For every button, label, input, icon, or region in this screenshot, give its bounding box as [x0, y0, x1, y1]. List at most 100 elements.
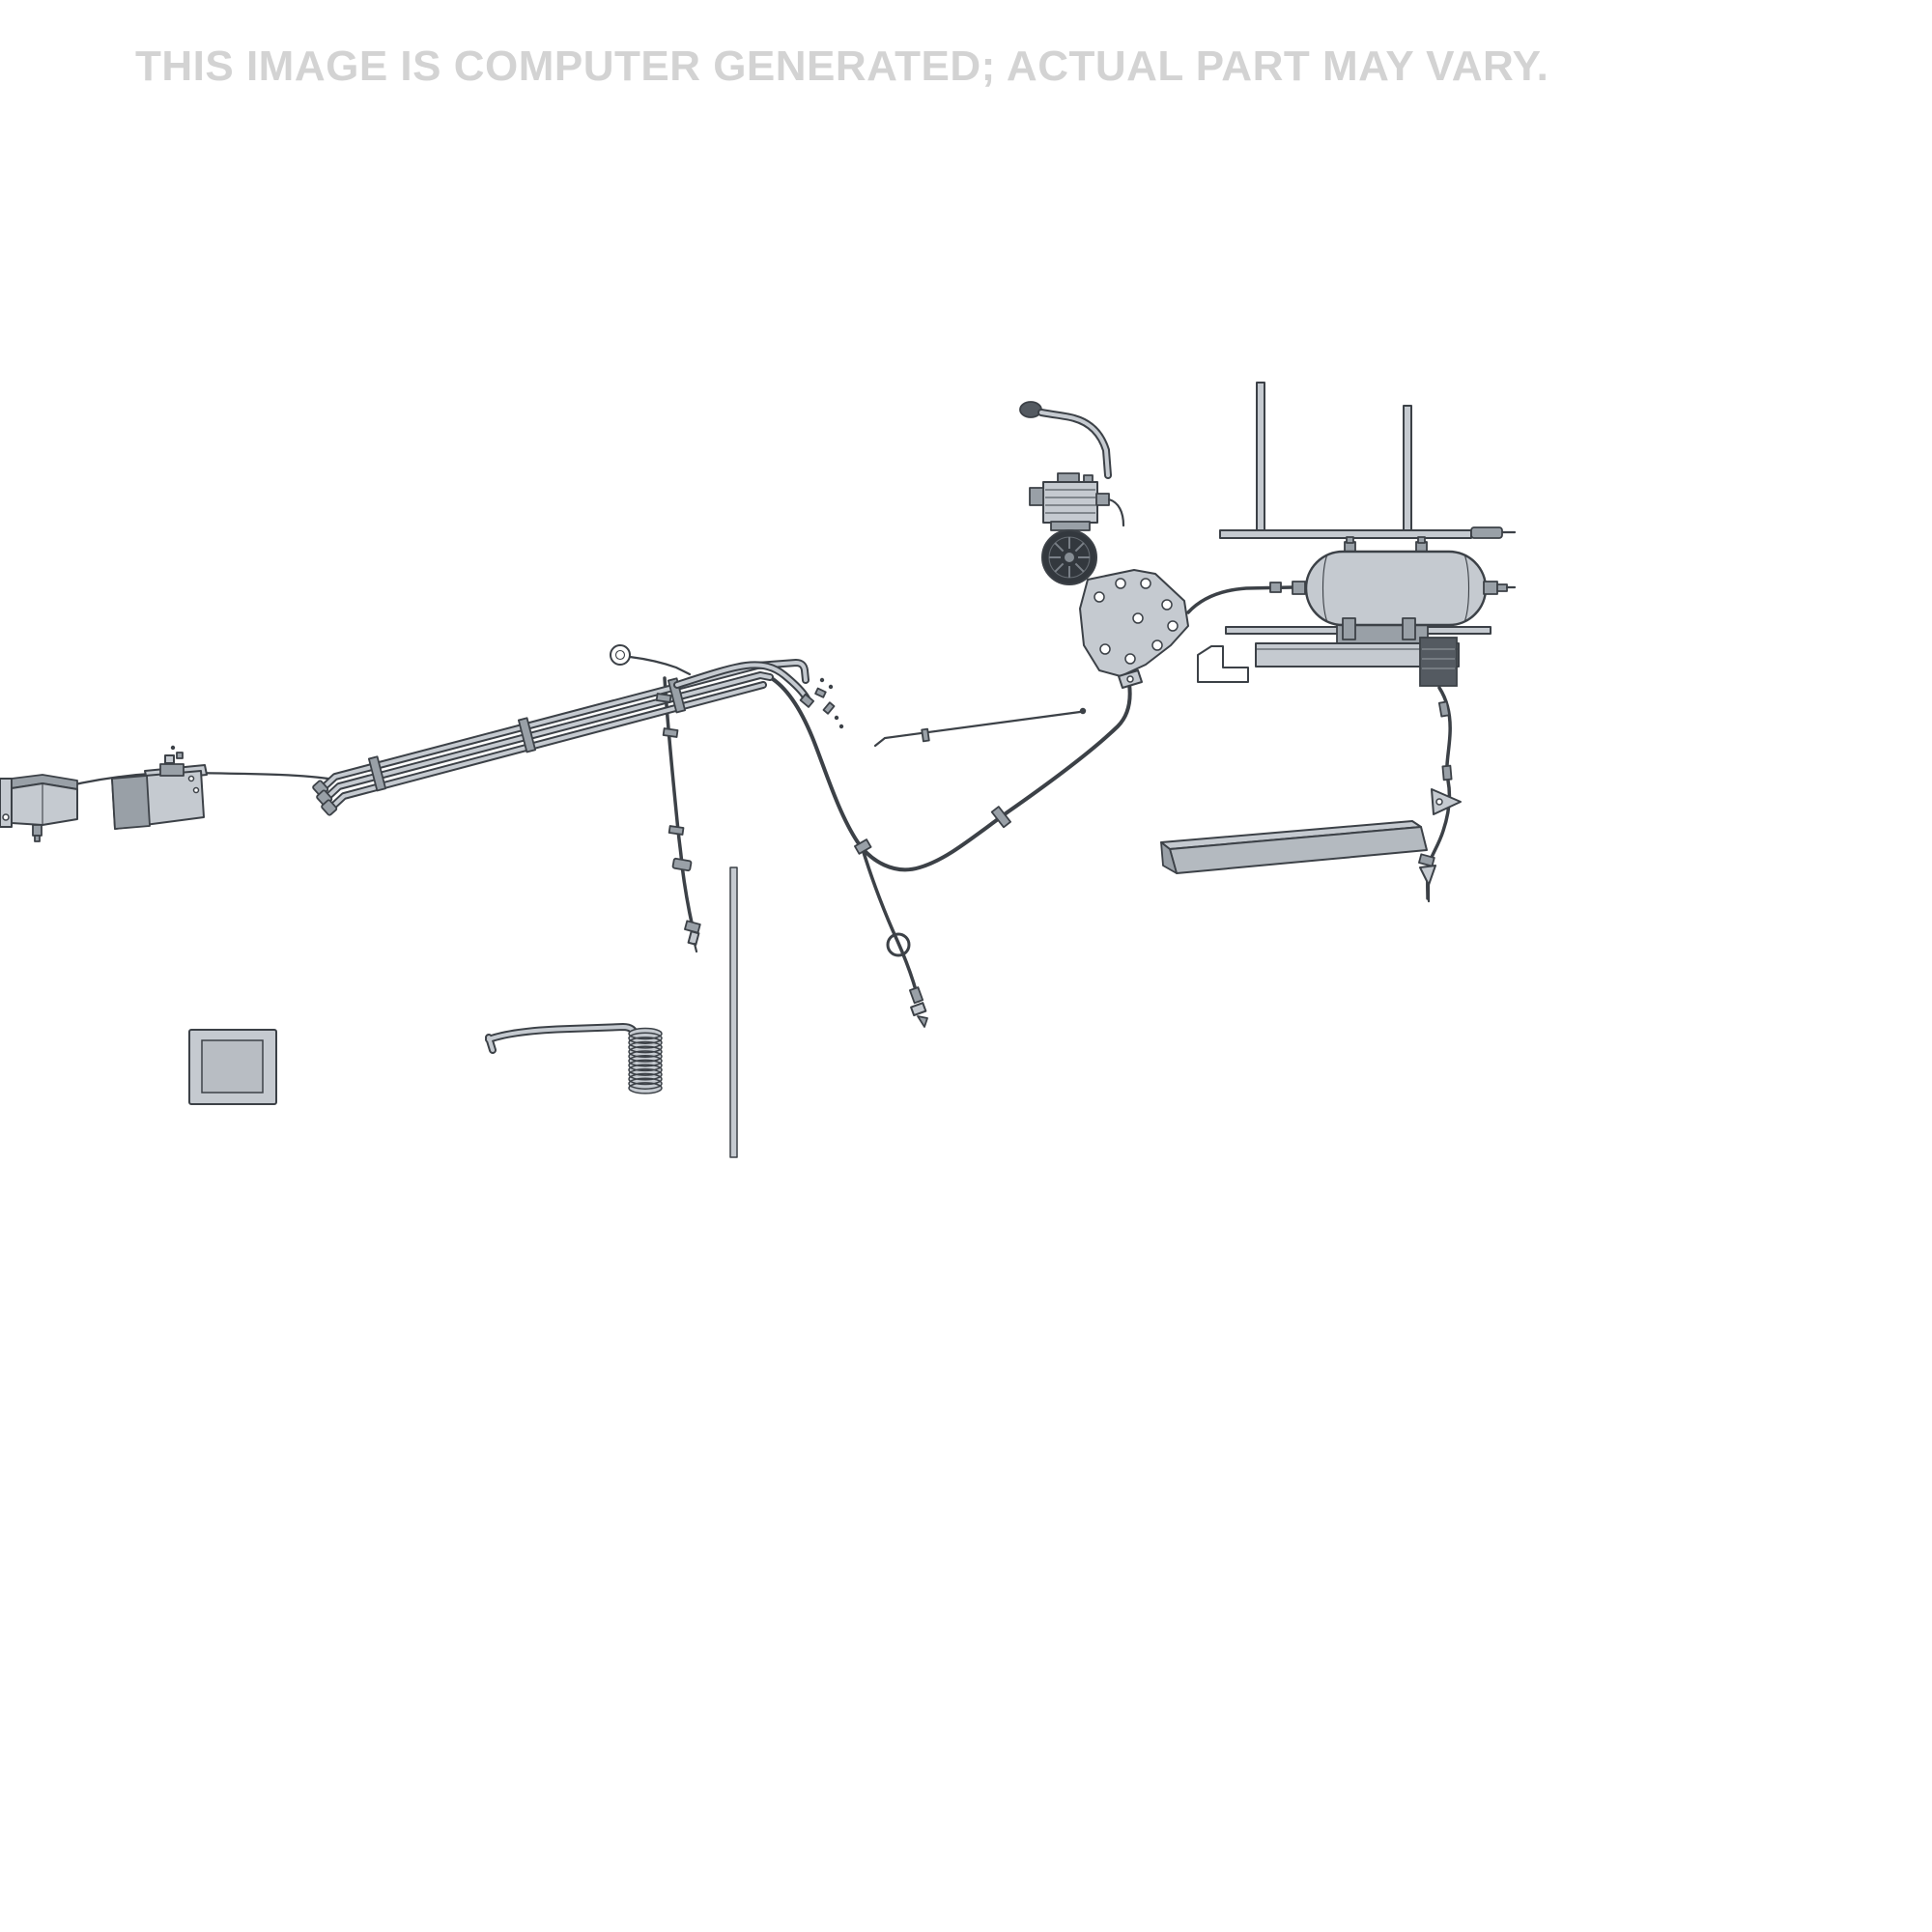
frame-crossbar — [1219, 529, 1472, 539]
angled-panel — [1160, 788, 1462, 874]
tank-strap — [1342, 617, 1356, 640]
air-hose-left-drop — [663, 676, 695, 929]
head-fins — [1045, 489, 1095, 514]
plate-holes — [1094, 578, 1179, 665]
corner-bracket-hole — [1435, 798, 1443, 806]
motor-spokes — [1049, 537, 1090, 578]
tank-hose-fitting — [1269, 582, 1282, 593]
fastener-dot — [838, 724, 844, 729]
panel-end-cap — [1160, 841, 1178, 874]
rail-tubes-outline — [318, 659, 810, 812]
line-clamp — [921, 727, 930, 743]
tank-weld-line — [1463, 554, 1469, 623]
hose-clamp — [668, 825, 685, 836]
fittings-and-clamps — [655, 582, 1453, 1028]
straight-air-line — [873, 710, 1082, 748]
air-hoses — [46, 585, 1452, 1003]
hose-clamp — [990, 806, 1011, 829]
fastener-dot — [834, 715, 839, 721]
drain-fitting — [1418, 853, 1435, 867]
drain-nozzle — [1419, 865, 1436, 886]
tank-weld-line — [1322, 554, 1328, 623]
hose-clamp — [1437, 700, 1451, 718]
branch-tee — [854, 838, 872, 855]
compressor-base — [1050, 521, 1091, 531]
compressor — [1019, 401, 1125, 585]
coiled-hose — [485, 1023, 663, 1094]
compressor-lever-outline — [1037, 409, 1112, 479]
square-mounting-plate — [188, 1029, 277, 1105]
frame-post-left — [1256, 382, 1265, 535]
lever-knob — [1019, 401, 1042, 418]
shutoff-valve — [159, 763, 185, 777]
valve-block — [1419, 637, 1458, 687]
ring-clamp — [886, 932, 911, 957]
compressor-head — [1042, 481, 1098, 524]
valve-block-fins — [1422, 648, 1455, 669]
rail-clamp — [517, 717, 536, 753]
fastener-dot — [819, 677, 825, 683]
branch-tip — [917, 1015, 928, 1028]
tube-rail-assembly — [312, 644, 815, 816]
hose-union — [671, 857, 693, 872]
air-hose-branch — [861, 847, 921, 1003]
outlet-elbow — [1107, 497, 1125, 527]
valve-tip — [170, 745, 176, 751]
bracket-front-face — [11, 782, 78, 826]
tank-body — [1304, 550, 1488, 627]
fastener-clip — [822, 701, 836, 715]
plate-inner — [201, 1039, 264, 1094]
air-hose-main — [768, 675, 1132, 872]
head-side-cylinder — [1029, 487, 1044, 506]
vertical-rod — [729, 867, 738, 1158]
bracket-hole — [187, 775, 195, 782]
hose-end-fitting — [687, 930, 700, 946]
rod-body — [729, 867, 738, 1158]
rail-clamp — [367, 755, 386, 792]
tube-end-tip — [321, 799, 338, 816]
branch-fitting — [910, 1002, 927, 1017]
loop-tube — [628, 655, 692, 676]
hose-end-tip — [693, 942, 698, 953]
small-fasteners — [814, 677, 844, 729]
bent-tube-fitting — [799, 693, 815, 708]
bracket-hole — [2, 813, 10, 821]
head-outlet — [1095, 493, 1110, 506]
frame-post-right — [1403, 405, 1412, 535]
bracket-dark-band — [111, 775, 151, 830]
fastener-dot — [828, 684, 834, 690]
corner-bracket-outline — [1197, 645, 1249, 683]
tank-port-left — [1292, 581, 1306, 595]
coil-loops — [628, 1027, 663, 1094]
valve-cap — [164, 754, 175, 764]
bent-tube — [675, 663, 809, 700]
fastener-clip — [814, 687, 827, 698]
compressor-lever — [1039, 411, 1110, 477]
air-tank — [1292, 536, 1517, 640]
crossbar-handle — [1470, 526, 1503, 539]
loop-fitting-inner — [614, 649, 626, 661]
loop-fitting — [610, 644, 631, 666]
bracket-stud — [32, 824, 43, 837]
hose-clamp — [662, 727, 679, 738]
line-end-fitting — [1079, 707, 1087, 715]
bracket-stud-tip — [34, 835, 41, 842]
motor-hub — [1065, 553, 1074, 562]
tank-strap — [1402, 617, 1416, 640]
valve-stem — [176, 752, 184, 759]
hose-clamp — [1441, 764, 1453, 781]
corner-bracket — [1431, 788, 1462, 815]
left-bracket-large — [111, 745, 208, 830]
rail-clamp — [667, 677, 686, 714]
watermark-text: THIS IMAGE IS COMPUTER GENERATED; ACTUAL… — [135, 43, 1549, 90]
plate-tab-hole — [1126, 675, 1134, 683]
tank-port-right-stub — [1496, 583, 1508, 592]
tank-port-right — [1483, 581, 1498, 595]
tank-port-cap — [1417, 536, 1426, 544]
tank-supply-hose — [1186, 585, 1294, 614]
left-bracket-small — [0, 774, 78, 842]
tank-port-cap — [1346, 536, 1354, 544]
frame-posts — [1219, 382, 1517, 539]
